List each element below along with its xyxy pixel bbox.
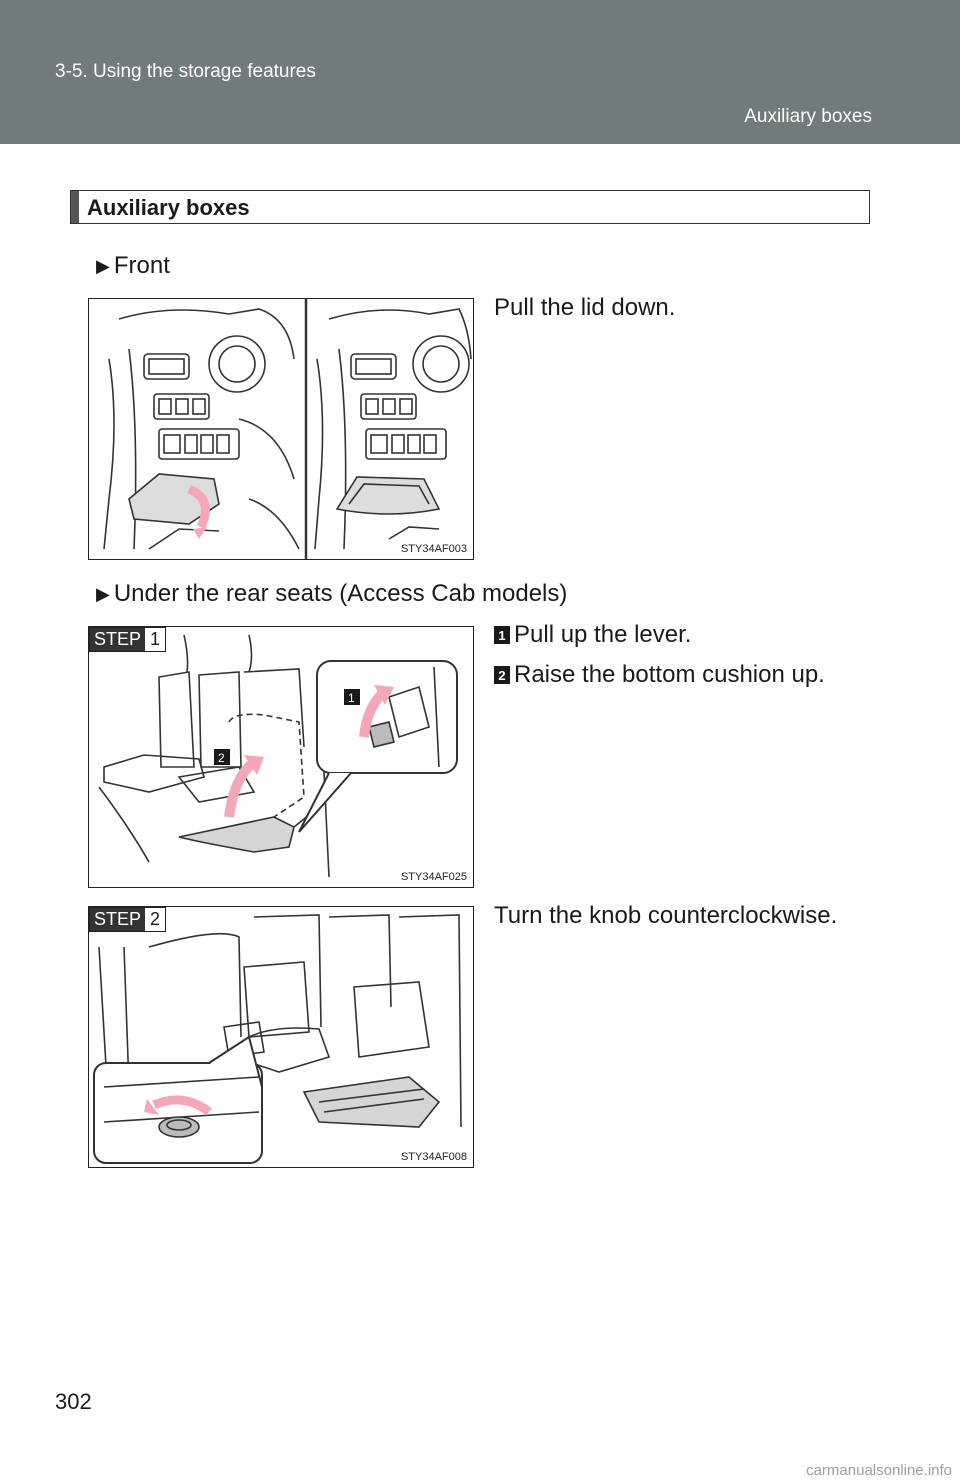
watermark: carmanualsonline.info [806,1462,952,1479]
step1-item-2: 2 Raise the bottom cushion up. [494,661,825,689]
heading-bar [71,191,79,223]
step-number: 2 [150,909,161,929]
step2-instruction: Turn the knob counterclockwise. [494,902,838,929]
step1-item-1: 1 Pull up the lever. [494,621,691,649]
page-number: 302 [55,1389,92,1414]
front-figure: STY34AF003 [88,298,474,560]
callout-1: 1 [348,691,355,705]
number-badge: 2 [494,666,510,684]
section-heading: Auxiliary boxes [87,195,250,220]
step-word: STEP [90,908,146,931]
knob-illustration [93,914,462,1164]
step2-tag: STEP 2 [89,907,167,932]
front-bullet: ▶ Front [96,252,170,280]
rear-label: Under the rear seats (Access Cab models) [113,580,568,607]
step-word: STEP [90,628,146,651]
figure-code: STY34AF003 [400,543,467,555]
rear-seat-illustration: 2 1 [98,634,458,878]
section-title: 3-5. Using the storage features [55,61,316,82]
step2-figure: STEP 2 STY34AF008 [88,906,474,1168]
topic-title: Auxiliary boxes [744,106,872,127]
dashboard-illustration [103,299,472,559]
triangle-bullet-icon: ▶ [96,255,110,276]
step1-item-1-text: Pull up the lever. [514,621,692,648]
number-badge: 1 [494,626,510,644]
callout-2: 2 [218,751,225,765]
step1-tag: STEP 1 [89,627,167,652]
step1-item-2-text: Raise the bottom cushion up. [514,661,825,688]
front-label: Front [113,252,170,279]
section-heading-box: Auxiliary boxes [70,190,870,224]
figure-code: STY34AF025 [400,871,467,883]
arrow-down-icon [187,484,210,529]
triangle-bullet-icon: ▶ [96,583,110,604]
step1-figure: STEP 1 2 1 STY34AF [88,626,474,888]
front-instruction: Pull the lid down. [494,294,676,321]
figure-code: STY34AF008 [400,1151,467,1163]
page-header: 3-5. Using the storage features Auxiliar… [0,0,960,144]
step-number: 1 [150,629,161,649]
rear-bullet: ▶ Under the rear seats (Access Cab model… [96,580,567,608]
